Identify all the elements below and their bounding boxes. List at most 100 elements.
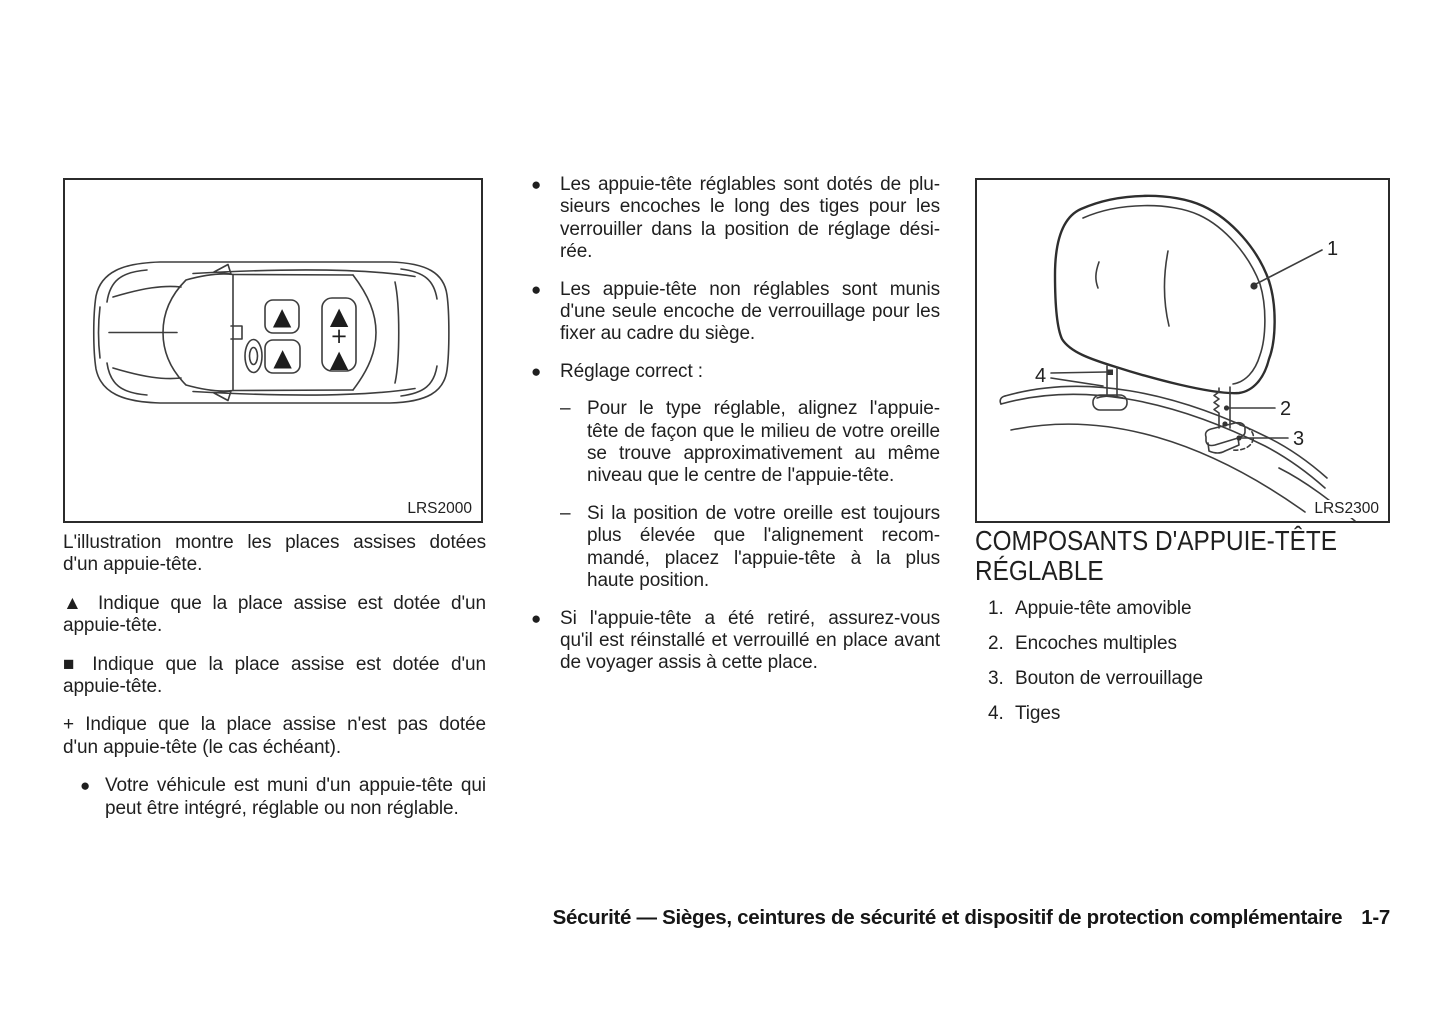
bullet-marker: ● [531, 608, 542, 628]
text-line: d'un appuie-tête. [63, 554, 203, 576]
callout-3: 3 [1293, 428, 1304, 450]
bullet-item: ● Si l'appuie-tête a été retiré, assurez-… [531, 608, 940, 675]
text-line: de voyager assis à cette place. [560, 652, 818, 674]
text-line: qu'il est réinstallé et verrouillé en pl… [560, 629, 940, 651]
figure-code: LRS2000 [403, 500, 472, 518]
bullet-item: ● Votre véhicule est muni d'un appuie-têt… [63, 775, 486, 820]
car-body [92, 261, 450, 404]
left-text-column: L'illustration montre les places assises… [63, 532, 486, 836]
text-line: peut être intégré, réglable ou non régla… [105, 797, 459, 819]
seat-outlines [264, 297, 357, 374]
list-number: 2. [988, 633, 1004, 654]
paragraph: ■ Indique que la place assise est dotée … [63, 654, 486, 699]
text-line: rée. [560, 241, 593, 263]
list-text: Encoches multiples [1015, 633, 1177, 654]
headrest-stems [1092, 365, 1231, 429]
side-mirror-left [213, 263, 232, 275]
bullet-marker: ● [531, 279, 542, 299]
list-item: 2. Encoches multiples [988, 633, 1390, 655]
text-line: mandé, placez l'appuie-tête à la plus [587, 547, 940, 569]
text-line: Si la position de votre oreille est touj… [587, 502, 940, 524]
heading-line: RÉGLABLE [975, 555, 1104, 586]
callout-2: 2 [1280, 398, 1291, 420]
headrest-details [1082, 204, 1266, 385]
text-line: verrouiller dans la position de réglage … [560, 218, 940, 240]
dash-marker: – [560, 502, 571, 524]
list-number: 1. [988, 598, 1004, 619]
bullet-marker: ● [531, 361, 542, 381]
lock-button [1204, 421, 1255, 454]
front-passenger-headrest-symbol: ▲ [273, 303, 292, 331]
list-item: 4. Tiges [988, 703, 1390, 725]
footer-section-title: Sécurité — Sièges, ceintures de sécurité… [552, 906, 1343, 929]
section-heading: COMPOSANTS D'APPUIE-TÊTE RÉGLABLE [975, 526, 1427, 586]
rear-center-symbol: + [330, 324, 348, 348]
paragraph-lines: Si l'appuie-tête a été retiré, assurez-v… [560, 608, 940, 675]
text-line: fixer au cadre du siège. [560, 323, 756, 345]
dash-item: –Pour le type réglable, alignez l'appuie… [531, 398, 940, 488]
bullet-item: ● Les appuie-tête non réglables sont muni… [531, 279, 940, 346]
figure-code: LRS2300 [1310, 500, 1379, 518]
rear-right-headrest-symbol: ▲ [330, 345, 349, 373]
paragraph-lines: Pour le type réglable, alignez l'appuie-… [587, 398, 940, 488]
steering-wheel [244, 338, 263, 374]
middle-text-column: ● Les appuie-tête réglables sont dotés de… [531, 174, 940, 690]
text-line: ■ Indique que la place assise est dotée … [63, 653, 486, 675]
page-number: 1-7 [1361, 906, 1390, 929]
figure-seat-map: ▲ ▲ ▲ + ▲ LRS2000 [63, 178, 483, 523]
list-item: 1. Appuie-tête amovible [988, 598, 1390, 620]
text-line: d'une seule encoche de verrouillage pour… [560, 301, 940, 323]
heading-line: COMPOSANTS D'APPUIE-TÊTE [975, 525, 1337, 556]
headrest-cushion [1053, 194, 1276, 395]
list-text: Appuie-tête amovible [1015, 598, 1192, 619]
text-line: + Indique que la place assise n'est pas … [63, 714, 486, 736]
text-line: L'illustration montre les places assises… [63, 532, 486, 553]
list-number: 3. [988, 668, 1004, 689]
side-mirror-right [213, 390, 232, 402]
text-line: Les appuie-tête réglables sont dotés de … [560, 174, 940, 195]
callout-4: 4 [1035, 365, 1046, 387]
list-text: Bouton de verrouillage [1015, 668, 1203, 689]
page-footer: Sécurité — Sièges, ceintures de sécurité… [552, 906, 1391, 930]
bullet-marker: ● [531, 175, 542, 194]
text-line: ▲ Indique que la place assise est dotée … [63, 592, 486, 614]
components-list: 1. Appuie-tête amovible 2. Encoches mult… [988, 598, 1390, 738]
callout-1: 1 [1327, 238, 1338, 260]
seatback-top [999, 385, 1356, 521]
text-line: se trouve approximativement au même [587, 443, 940, 465]
text-line: sieurs encoches le long des tiges pour l… [560, 196, 940, 218]
text-line: niveau que le centre de l'appuie-tête. [587, 465, 895, 487]
paragraph-lines: Les appuie-tête réglables sont dotés de … [560, 174, 940, 264]
paragraph: ▲ Indique que la place assise est dotée … [63, 593, 486, 638]
text-line: tête de façon que le milieu de votre ore… [587, 420, 940, 442]
car-top-view-illustration: ▲ ▲ ▲ + ▲ [92, 261, 450, 404]
headrest-illustration: 1 2 3 4 [999, 194, 1356, 521]
bullet-item: ● Réglage correct : [531, 361, 940, 383]
paragraph-lines: Réglage correct : [560, 361, 940, 383]
text-line: Votre véhicule est muni d'un appuie-tête… [105, 775, 486, 797]
callout-pointers [1050, 249, 1323, 441]
front-driver-headrest-symbol: ▲ [273, 344, 292, 372]
bullet-marker: ● [80, 776, 91, 796]
rear-left-headrest-symbol: ▲ [330, 302, 349, 330]
text-line: haute position. [587, 570, 710, 592]
text-line: Pour le type réglable, alignez l'appuie- [587, 398, 940, 420]
list-number: 4. [988, 703, 1004, 724]
text-line: appuie-tête. [63, 615, 163, 637]
text-line: Si l'appuie-tête a été retiré, assurez-v… [560, 607, 940, 629]
paragraph-lines: Les appuie-tête non réglables sont munis… [560, 279, 940, 346]
text-line: d'un appuie-tête (le cas échéant). [63, 736, 342, 758]
paragraph: L'illustration montre les places assises… [63, 532, 486, 577]
text-line: Les appuie-tête non réglables sont munis [560, 278, 940, 300]
figure-headrest-components: 1 2 3 4 LRS2300 [975, 178, 1390, 523]
dash-marker: – [560, 398, 571, 420]
text-line: Réglage correct : [560, 360, 703, 382]
dash-item: –Si la position de votre oreille est tou… [531, 503, 940, 593]
bullet-item: ● Les appuie-tête réglables sont dotés de… [531, 174, 940, 264]
text-line: plus élevée que l'alignement recom- [587, 525, 940, 547]
paragraph-lines: Si la position de votre oreille est touj… [587, 503, 940, 593]
paragraph: + Indique que la place assise n'est pas … [63, 714, 486, 759]
paragraph-lines: Votre véhicule est muni d'un appuie-tête… [105, 775, 486, 820]
list-text: Tiges [1015, 703, 1061, 724]
